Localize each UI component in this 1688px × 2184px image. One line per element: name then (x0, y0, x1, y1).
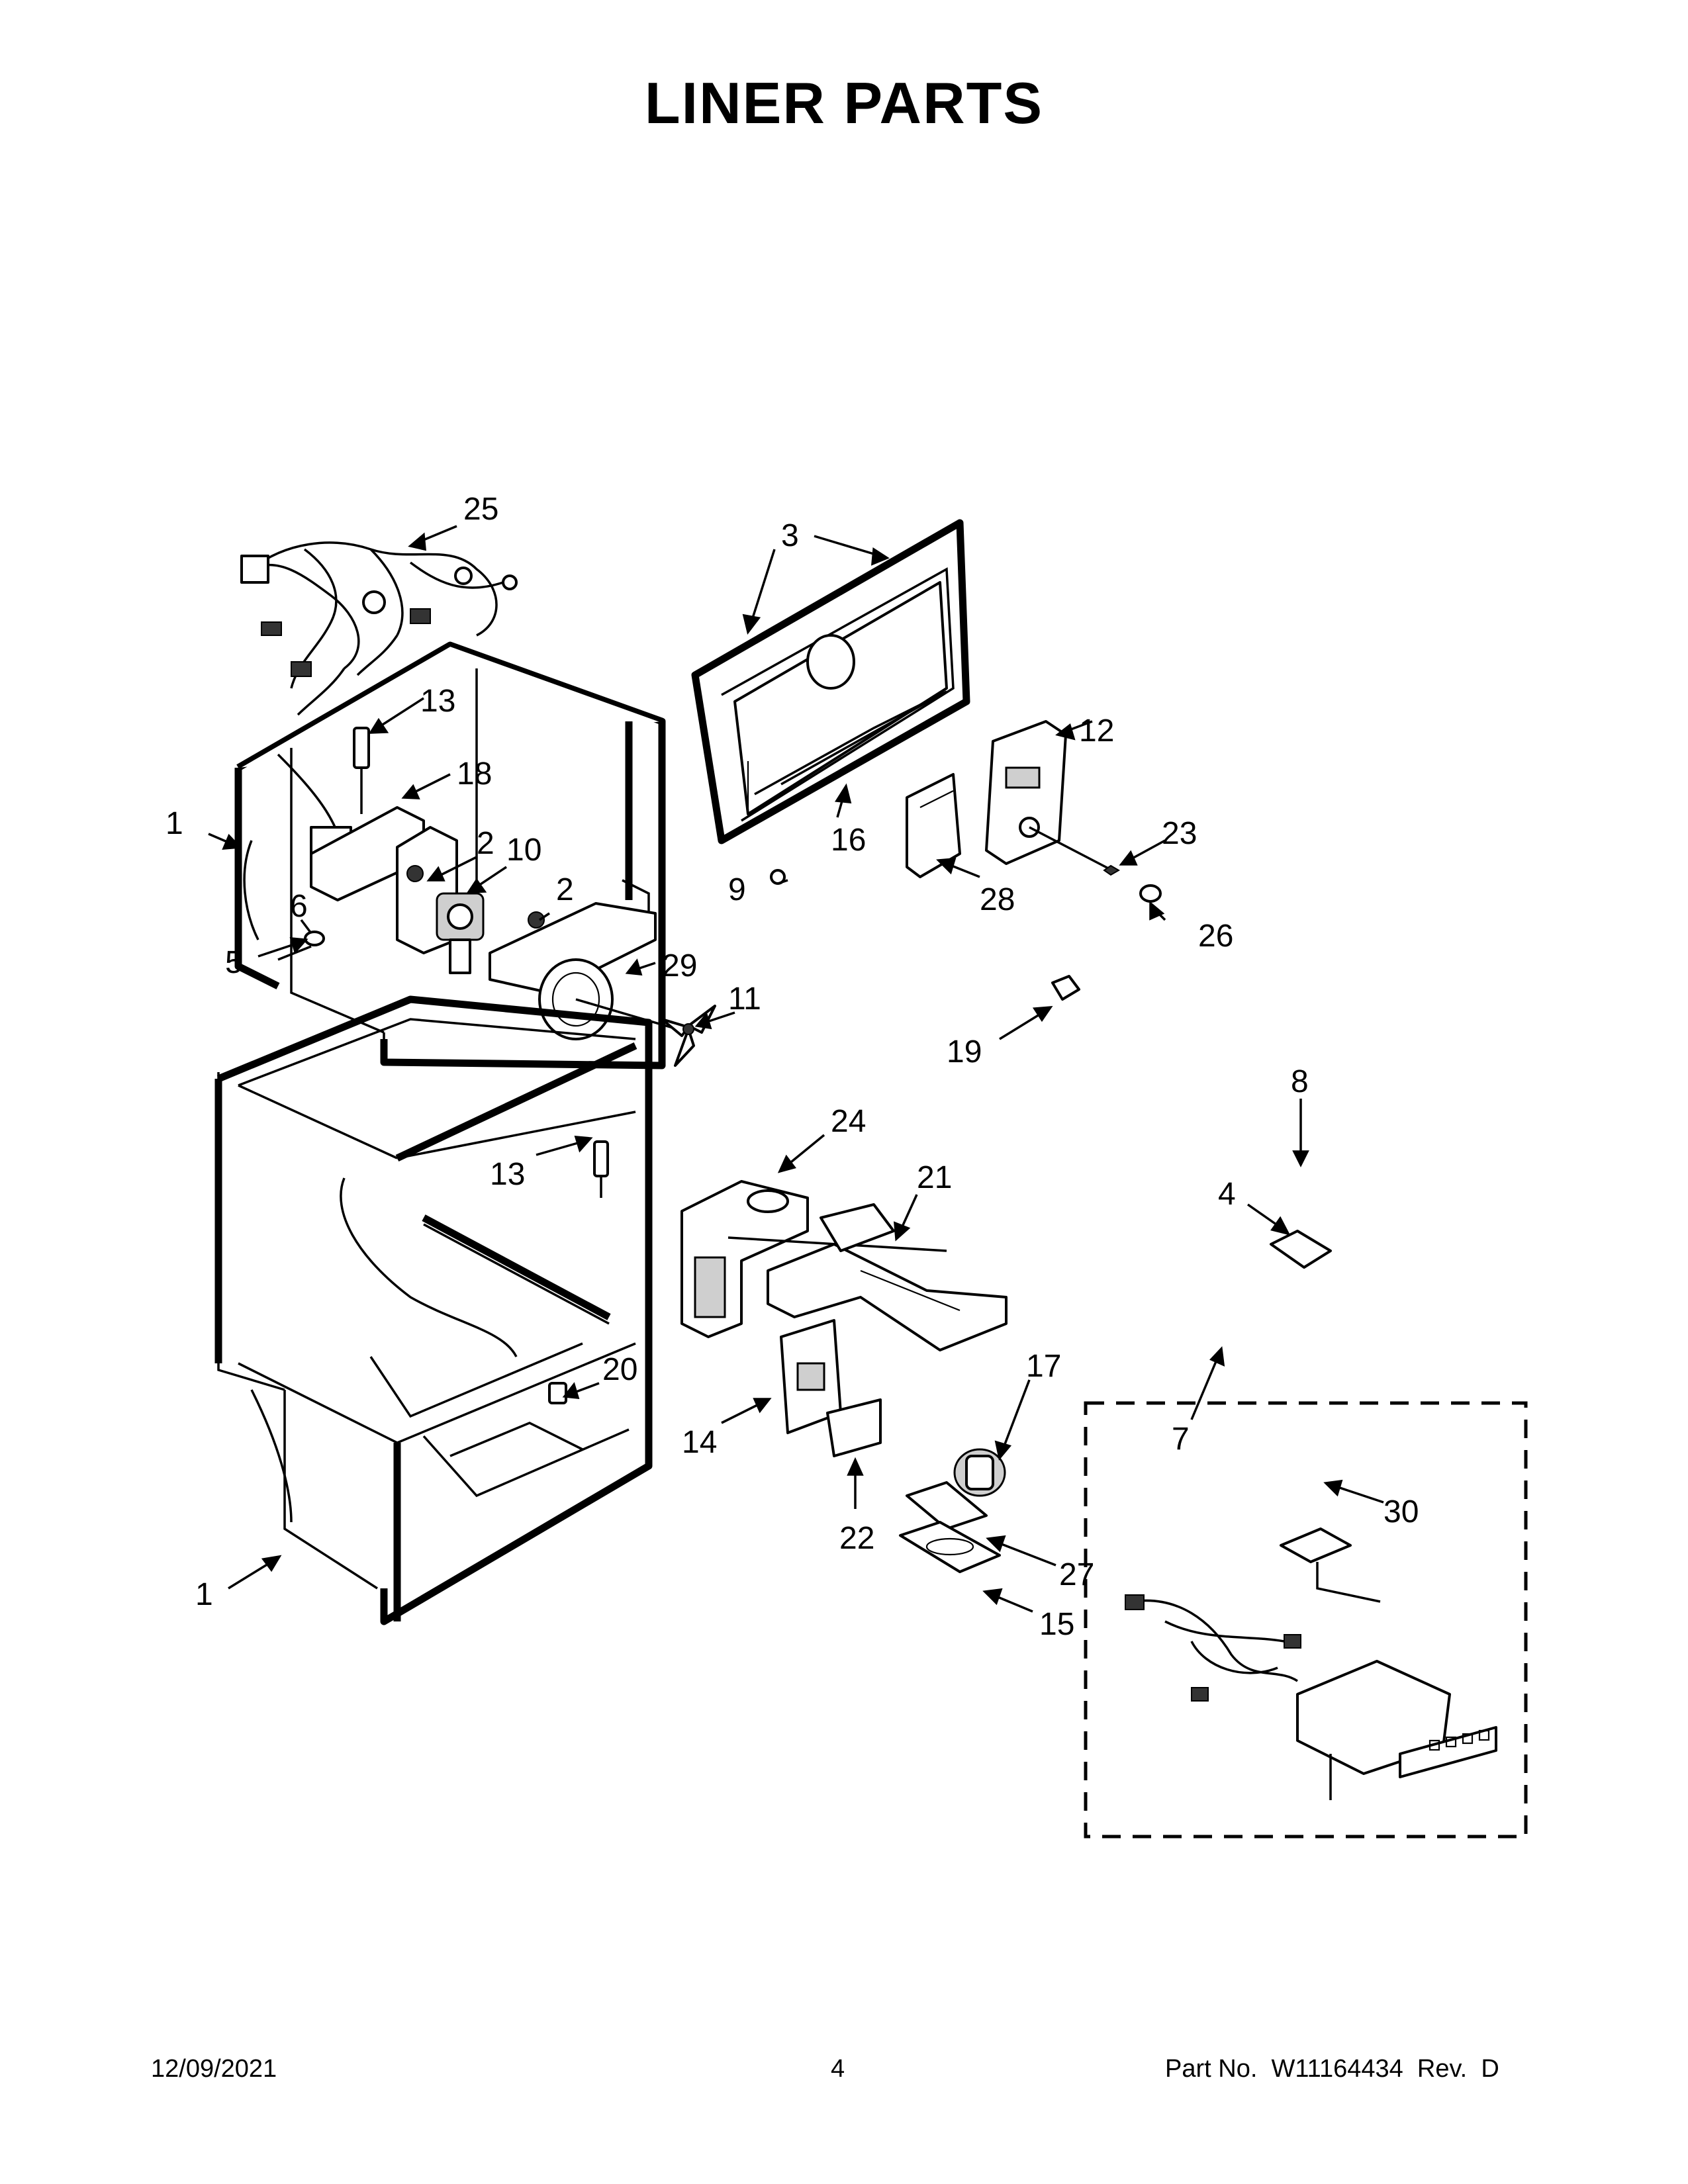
footer-page-number: 4 (831, 2055, 845, 2083)
callout-15: 15 (1039, 1607, 1074, 1642)
callout-2-lower: 2 (556, 872, 574, 907)
callout-29: 29 (662, 948, 697, 983)
control-kit-boundary (1084, 1401, 1528, 1839)
callout-1-fresh-food: 1 (195, 1577, 213, 1612)
callout-8: 8 (1291, 1064, 1309, 1099)
air-duct-part (767, 1203, 1008, 1351)
wire-harness-part (240, 541, 518, 716)
fresh-food-liner-part (214, 995, 653, 1625)
footer-date: 12/09/2021 (151, 2055, 277, 2083)
evaporator-cover-part (691, 519, 970, 885)
cover-part (906, 773, 961, 878)
callout-23: 23 (1162, 816, 1197, 851)
callout-7: 7 (1172, 1422, 1190, 1457)
callout-22: 22 (839, 1521, 874, 1556)
callout-14: 14 (682, 1425, 717, 1460)
callout-18: 18 (457, 756, 492, 792)
callout-labels: 25 3 13 18 12 1 2 10 16 23 9 6 2 28 5 29… (165, 492, 1419, 1642)
light-housing-part (899, 1521, 1001, 1573)
callout-3: 3 (781, 518, 799, 553)
air-tower-part (680, 1180, 947, 1338)
callout-6: 6 (290, 889, 308, 924)
cover-plate-part (826, 1398, 882, 1457)
callout-12: 12 (1079, 713, 1114, 749)
callout-13-lower: 13 (490, 1157, 525, 1192)
callout-26: 26 (1198, 919, 1233, 954)
callout-27: 27 (1059, 1557, 1094, 1592)
thermistor-lower-part (593, 1140, 609, 1198)
callout-13-upper: 13 (420, 684, 455, 719)
callout-24: 24 (831, 1104, 866, 1139)
fan-motor-assembly-part (310, 806, 545, 974)
callout-9: 9 (728, 872, 746, 907)
leader-lines (208, 525, 1384, 1613)
callout-2-upper: 2 (477, 826, 494, 861)
callout-25: 25 (463, 492, 498, 527)
page-title: LINER PARTS (644, 70, 1044, 136)
callout-20: 20 (602, 1352, 637, 1387)
footer-part-number: Part No. W11164434 Rev. D (1165, 2055, 1499, 2083)
small-fasteners-part (1103, 864, 1162, 903)
callout-17: 17 (1026, 1349, 1061, 1384)
callout-19: 19 (947, 1034, 982, 1069)
callout-4: 4 (1218, 1177, 1236, 1212)
control-housing-part (985, 720, 1113, 872)
callout-16: 16 (831, 823, 866, 858)
callout-11: 11 (728, 981, 761, 1017)
callout-10: 10 (506, 833, 541, 868)
callout-28: 28 (980, 882, 1015, 917)
plug-part (548, 1382, 567, 1404)
callout-30: 30 (1383, 1494, 1419, 1529)
light-socket-part (953, 1448, 1006, 1497)
callout-5: 5 (225, 945, 243, 980)
damper-part (1051, 975, 1080, 1001)
callout-21: 21 (917, 1160, 952, 1195)
thermistor-upper-part (353, 727, 370, 814)
light-lens-part (906, 1481, 988, 1530)
callout-1-freezer: 1 (165, 806, 183, 841)
control-kit-contents (1125, 1230, 1497, 1800)
